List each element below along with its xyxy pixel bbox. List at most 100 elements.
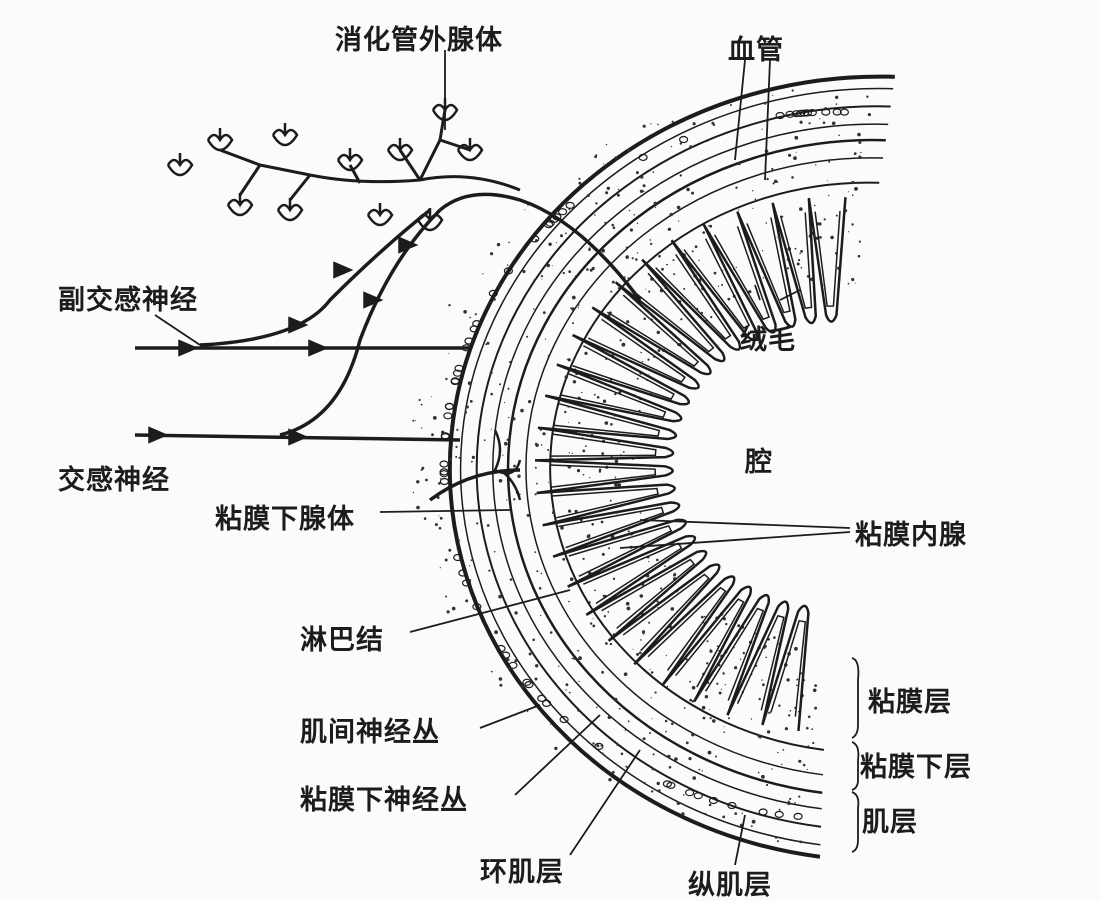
tissue-dot xyxy=(633,214,635,216)
tissue-dot xyxy=(722,269,724,271)
tissue-dot xyxy=(572,657,576,660)
tissue-dot xyxy=(621,342,626,347)
tissue-dot xyxy=(506,658,510,662)
cell-oval xyxy=(503,267,513,275)
tissue-dot xyxy=(445,377,448,381)
submucosal-gland-icon xyxy=(493,429,522,501)
tissue-dot xyxy=(624,729,627,731)
tissue-dot xyxy=(585,445,587,447)
tissue-dot xyxy=(595,154,598,157)
tissue-dot xyxy=(594,589,596,592)
tissue-dot xyxy=(412,491,415,494)
tissue-dot xyxy=(526,335,529,338)
tissue-dot xyxy=(496,242,501,247)
tissue-dot xyxy=(614,156,617,159)
cell-oval xyxy=(443,412,453,420)
tissue-dot xyxy=(762,683,765,687)
tissue-dot xyxy=(439,516,443,520)
tissue-dot xyxy=(449,457,452,461)
tissue-dot xyxy=(828,194,830,197)
tissue-dot xyxy=(593,393,596,396)
tissue-dot xyxy=(710,316,713,319)
tissue-dot xyxy=(486,341,490,345)
tissue-dot xyxy=(667,227,672,231)
tissue-dot xyxy=(532,638,535,642)
tissue-dot xyxy=(683,707,686,709)
tissue-dot xyxy=(671,120,674,123)
tissue-dot xyxy=(493,436,495,438)
gland-lobule-icon xyxy=(336,148,364,172)
tissue-dot xyxy=(613,697,618,702)
tissue-dot xyxy=(611,770,615,774)
tissue-dot xyxy=(544,338,547,340)
tissue-dot xyxy=(656,781,660,786)
tissue-dot xyxy=(635,258,638,261)
tissue-dot xyxy=(751,819,756,824)
tissue-dot xyxy=(787,802,791,806)
tissue-dot xyxy=(716,682,719,685)
tissue-dot xyxy=(691,250,694,253)
tissue-dot xyxy=(678,220,680,222)
tissue-dot xyxy=(602,399,607,403)
tissue-dot xyxy=(688,757,692,761)
tissue-dot xyxy=(564,410,567,414)
tissue-dot xyxy=(536,570,539,573)
tissue-dot xyxy=(784,727,789,731)
tissue-dot xyxy=(674,757,678,761)
tissue-dot xyxy=(851,194,854,196)
tissue-dot xyxy=(513,498,516,501)
tissue-dot xyxy=(468,565,471,567)
tissue-dot xyxy=(582,449,586,453)
tissue-dot xyxy=(854,187,858,191)
tissue-dot xyxy=(574,509,578,513)
tissue-dot xyxy=(714,755,717,758)
tissue-dot xyxy=(605,642,608,645)
tissue-dot xyxy=(734,812,738,815)
tissue-dot xyxy=(470,559,473,562)
tissue-dot xyxy=(835,95,839,100)
tissue-dot xyxy=(786,678,790,682)
tissue-dot xyxy=(617,483,622,487)
tissue-dot xyxy=(777,751,779,754)
tissue-dot xyxy=(577,649,580,652)
tissue-dot xyxy=(709,717,712,720)
tissue-dot xyxy=(589,622,593,625)
cell-oval xyxy=(821,108,831,116)
tissue-dot xyxy=(657,789,661,793)
cell-oval xyxy=(758,808,768,816)
tissue-dot xyxy=(811,728,814,730)
cell-oval xyxy=(461,579,472,587)
tissue-dot xyxy=(761,128,763,130)
tissue-dot xyxy=(860,151,862,154)
cell-oval xyxy=(839,108,850,116)
tissue-dot xyxy=(540,615,542,617)
tissue-dot xyxy=(654,691,657,694)
tissue-dot xyxy=(657,123,659,126)
cell-oval xyxy=(793,812,803,821)
tissue-dot xyxy=(707,750,712,755)
brace-muscularis xyxy=(851,791,860,853)
cell-oval xyxy=(678,135,689,144)
submucosal-gland-duct xyxy=(428,468,521,502)
arrow-head-icon xyxy=(333,261,354,279)
tissue-dot xyxy=(765,222,768,224)
tissue-dot xyxy=(526,513,530,517)
tissue-dot xyxy=(517,474,521,478)
tissue-dot xyxy=(858,155,862,159)
tissue-dot xyxy=(592,624,596,628)
tissue-dot xyxy=(778,704,781,707)
tissue-dot xyxy=(574,275,577,277)
cell-oval xyxy=(537,694,547,703)
tissue-dot xyxy=(586,534,591,539)
tissue-dot xyxy=(550,724,551,725)
tissue-dot xyxy=(807,745,810,747)
tissue-dot xyxy=(798,759,802,763)
tissue-dot xyxy=(655,206,657,209)
tissue-dot xyxy=(766,783,769,787)
cell-oval xyxy=(594,742,604,751)
tissue-dot xyxy=(768,711,771,714)
tissue-dot xyxy=(431,433,434,437)
tissue-dot xyxy=(794,135,799,140)
tissue-dot xyxy=(554,746,558,751)
tissue-dot xyxy=(614,482,618,487)
